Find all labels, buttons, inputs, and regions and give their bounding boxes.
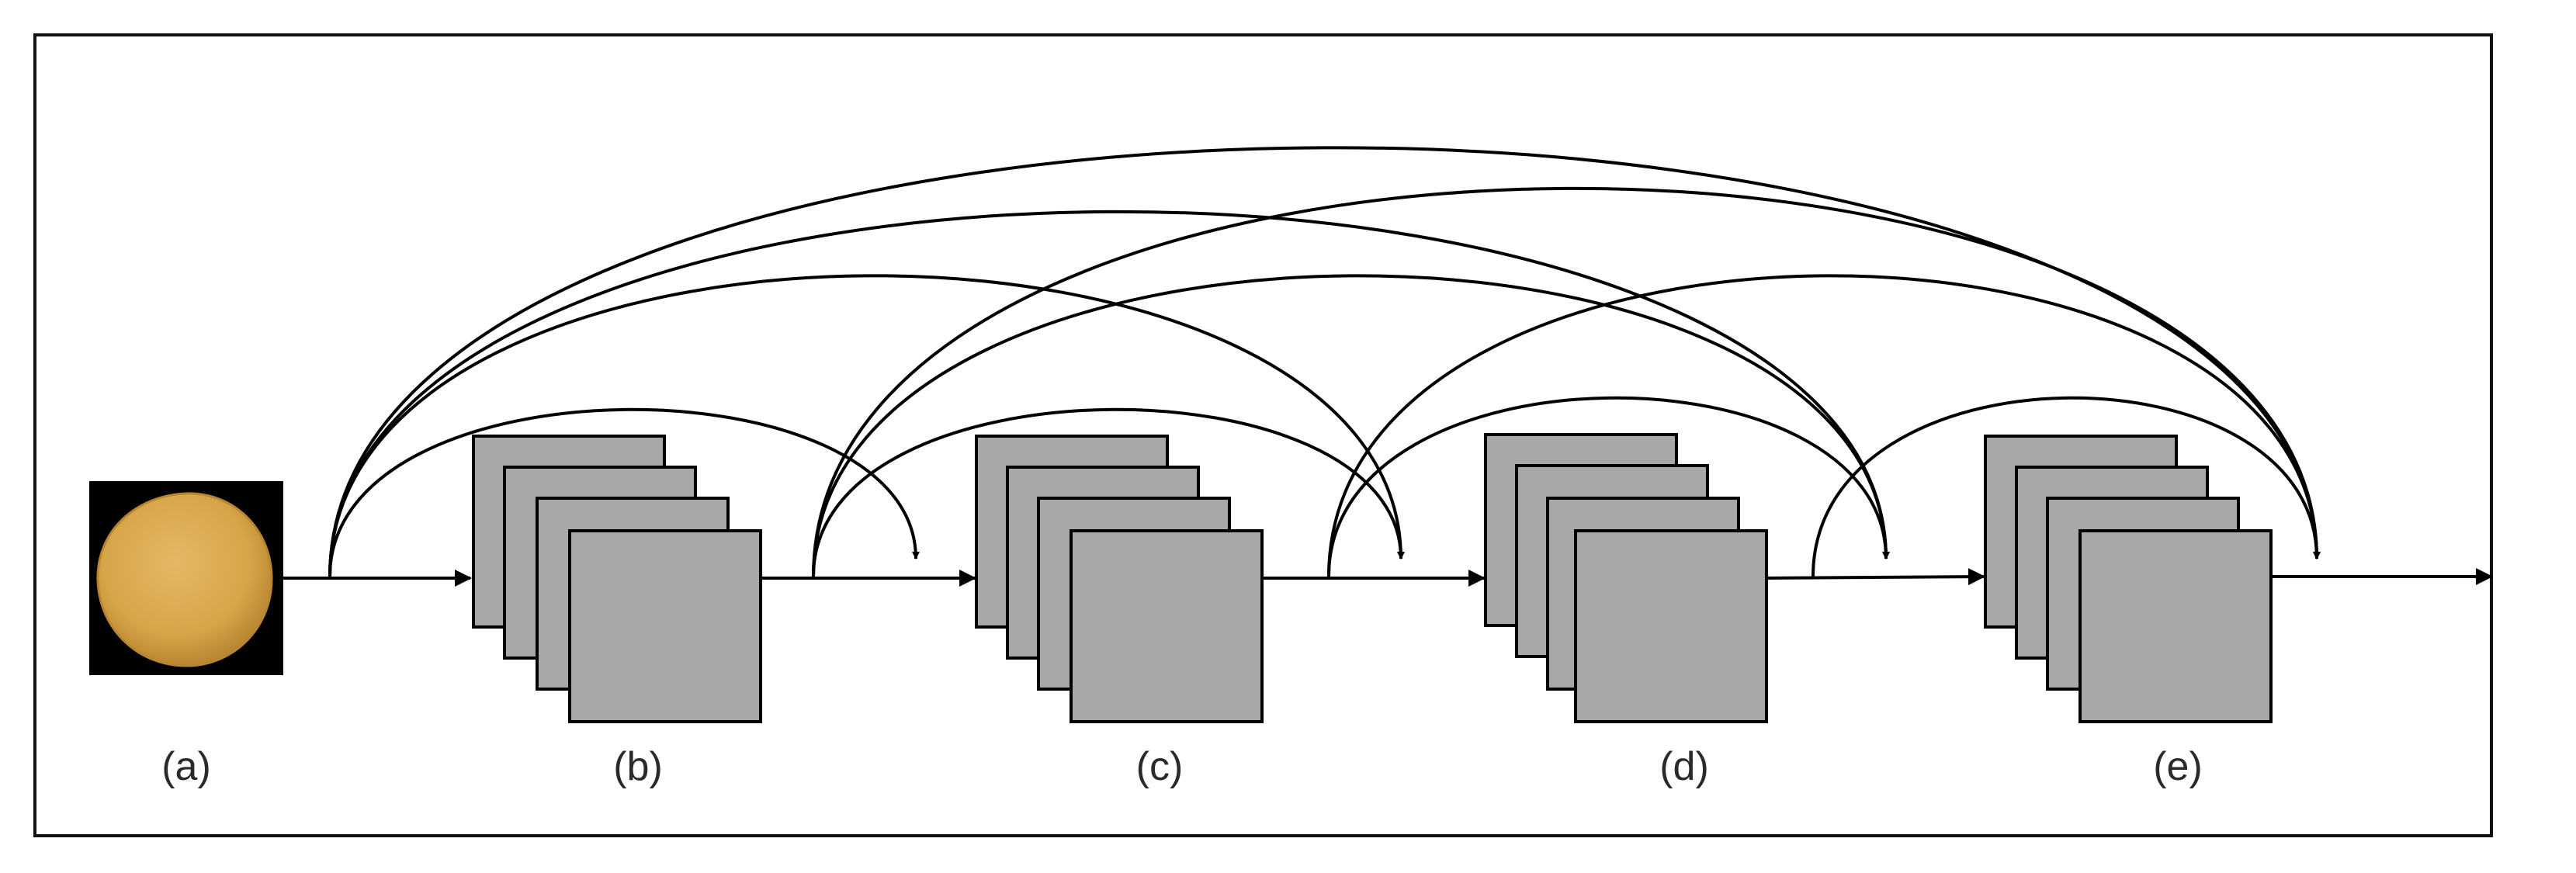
label-stage-c: (c): [1135, 744, 1184, 789]
skip-arc-a-to-e: [328, 146, 2321, 577]
feature-map-stack-b: [472, 435, 762, 723]
feature-map: [1070, 529, 1264, 723]
flow-arrow-d-e: [1766, 568, 1985, 586]
input-image: [89, 481, 283, 675]
skip-arc-a-to-d: [328, 210, 1890, 577]
outer-frame: [33, 33, 2493, 837]
feature-map: [1574, 529, 1768, 723]
feature-map: [568, 529, 762, 723]
feature-map: [2078, 529, 2273, 723]
label-stage-b: (b): [613, 744, 663, 789]
skip-arc-c-to-e: [1327, 274, 2321, 577]
skip-connections: [328, 146, 2321, 577]
skip-arc-a-to-c: [328, 274, 1405, 577]
label-stage-e: (e): [2153, 744, 2203, 789]
potato-icon: [96, 492, 273, 667]
feature-map-stack-c: [975, 435, 1264, 723]
label-input: (a): [161, 744, 211, 789]
skip-arc-b-to-d: [812, 274, 1890, 577]
skip-arc-a-to-b: [328, 407, 920, 577]
skip-arc-d-to-e: [1812, 396, 2321, 577]
label-stage-d: (d): [1659, 744, 1709, 789]
skip-arc-b-to-e: [812, 186, 2321, 577]
feature-map-stack-e: [1984, 435, 2273, 723]
main-flow: [283, 568, 2493, 587]
feature-map-stack-d: [1484, 433, 1768, 723]
